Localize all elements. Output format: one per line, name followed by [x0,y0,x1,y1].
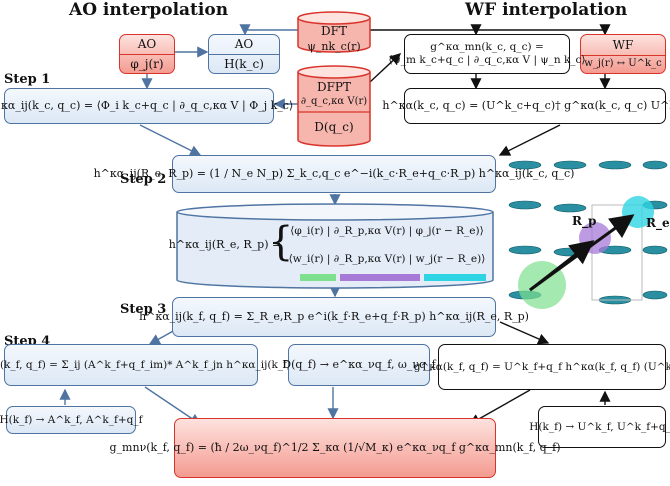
matrix-element-database-icon [176,203,494,289]
ao-hamiltonian-title: AO [234,37,254,52]
wf-box: WF w_j(r) ↔ U^k_c [580,34,666,74]
step-1-label: Step 1 [4,72,51,87]
g-coarse-line1: g^κα_mn(k_c, q_c) = [430,41,544,54]
h-ao-coarse-box: h^κα_ij(k_c, q_c) = ⟨Φ_i k_c+q_c | ∂_q_c… [0,88,293,124]
step4-ao-equation-box: g^κα_mn(k_f, q_f) = Σ_ij (A^k_f+q_f_im)*… [0,344,313,386]
final-coupling-equation-box: g_mnν(k_f, q_f) = (ħ / 2ω_νq_f)^1/2 Σ_κα… [110,418,561,478]
dft-wavefunction: ψ_nk_c(r) [307,40,361,54]
green-bar [300,274,336,281]
dfpt-label: DFPT [316,79,352,94]
cyl-lhs: h^κα_ij(R_e, R_p) = [168,238,282,252]
ao-basis-function: φ_j(r) [130,56,164,71]
dfpt-dynamical-matrix: D(q_c) [314,119,354,134]
brace-icon: { [268,219,294,265]
step-2-label: Step 2 [120,172,167,187]
dft-label: DFT [321,23,347,38]
wf-mapping: w_j(r) ↔ U^k_c [584,57,662,69]
g-wf-fine-box: g^κα(k_f, q_f) = U^k_f+q_f h^κα(k_f, q_f… [414,344,670,390]
dfpt-potential-derivative: ∂_q_c,κα V(r) [300,96,368,107]
cyan-bar [424,274,486,281]
ao-hamiltonian-value: H(k_c) [224,56,264,71]
re-label: R_e [646,216,670,230]
ao-hamiltonian-box: AO H(k_c) [208,34,280,74]
cyl-row-wf: ⟨w_i(r) | ∂_R_p,κα V(r) | w_j(r − R_e)⟩ [288,252,486,265]
dft-database-icon [297,11,371,53]
wf-title: WF [612,38,634,53]
purple-bar [340,274,420,281]
step3-equation-box: h^κα_ij(k_f, q_f) = Σ_R_e,R_p e^i(k_f·R_… [139,297,529,337]
h-to-u-box: H(k_f) → U^k_f, U^k_f+q_f [529,406,670,448]
ao-section-title: AO interpolation [69,0,229,20]
wf-section-title: WF interpolation [465,0,628,20]
ao-basis-box: AO φ_j(r) [119,34,175,74]
h-to-a-box: H(k_f) → A^k_f, A^k_f+q_f [0,406,143,434]
lattice-illustration [508,160,668,309]
h-wf-coarse-box: h^κα(k_c, q_c) = (U^k_c+q_c)† g^κα(k_c, … [382,88,670,124]
cyl-row-ao: ⟨φ_i(r) | ∂_R_p,κα V(r) | φ_j(r − R_e)⟩ [290,224,484,237]
dfpt-database-icon [297,65,371,147]
dynamical-matrix-box: D(q_f) → e^κα_νq_f, ω_νq_f [282,344,436,386]
g-coarse-box: g^κα_mn(k_c, q_c) = ⟨ψ_m k_c+q_c | ∂_q_c… [388,34,586,74]
g-coarse-line2: ⟨ψ_m k_c+q_c | ∂_q_c,κα V | ψ_n k_c⟩ [388,54,586,66]
step-3-label: Step 3 [120,302,167,317]
step2-equation-box: h^κα_ij(R_e, R_p) = (1 / N_e N_p) Σ_k_c,… [94,155,574,193]
ao-basis-title: AO [137,37,157,52]
rp-label: R_p [572,214,597,228]
